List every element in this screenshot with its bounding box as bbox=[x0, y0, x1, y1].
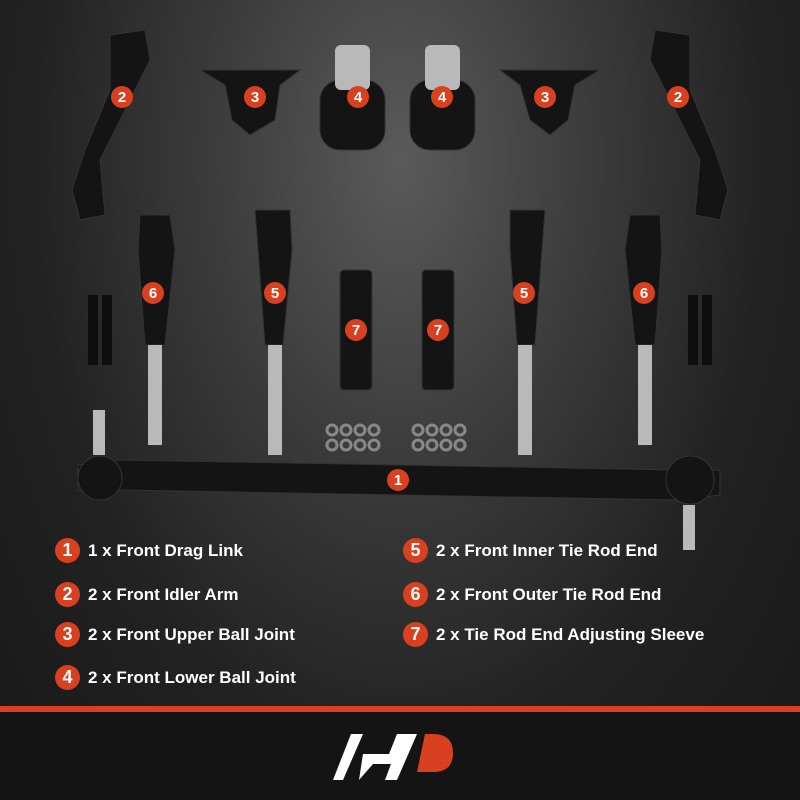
brand-logo bbox=[333, 734, 453, 780]
legend-text: 2 x Front Lower Ball Joint bbox=[88, 667, 296, 687]
legend-number: 3 bbox=[55, 622, 80, 647]
badge-upper-ball-joint: 3 bbox=[534, 86, 556, 108]
badge-idler-arm: 2 bbox=[667, 86, 689, 108]
badge-idler-arm: 2 bbox=[111, 86, 133, 108]
legend-number: 6 bbox=[403, 582, 428, 607]
badge-inner-tie-rod: 5 bbox=[513, 282, 535, 304]
badge-sleeve: 7 bbox=[345, 319, 367, 341]
badge-lower-ball-joint: 4 bbox=[347, 86, 369, 108]
legend-item: 7 2 x Tie Rod End Adjusting Sleeve bbox=[403, 622, 704, 647]
legend-text: 2 x Front Idler Arm bbox=[88, 584, 239, 604]
inner-tie-rod-right bbox=[509, 209, 546, 346]
idler-arm-right bbox=[649, 29, 729, 221]
legend-item: 5 2 x Front Inner Tie Rod End bbox=[403, 538, 658, 563]
idler-arm-left bbox=[71, 29, 151, 221]
badge-sleeve: 7 bbox=[427, 319, 449, 341]
inner-tie-rod-left bbox=[254, 209, 293, 346]
outer-tie-rod-left bbox=[137, 214, 176, 346]
legend-number: 1 bbox=[55, 538, 80, 563]
legend-item: 6 2 x Front Outer Tie Rod End bbox=[403, 582, 661, 607]
legend-text: 2 x Front Upper Ball Joint bbox=[88, 624, 295, 644]
badge-inner-tie-rod: 5 bbox=[264, 282, 286, 304]
badge-upper-ball-joint: 3 bbox=[244, 86, 266, 108]
legend-item: 3 2 x Front Upper Ball Joint bbox=[55, 622, 295, 647]
legend-number: 7 bbox=[403, 622, 428, 647]
outer-tie-rod-right bbox=[624, 214, 663, 346]
legend-item: 4 2 x Front Lower Ball Joint bbox=[55, 665, 296, 690]
legend-number: 2 bbox=[55, 582, 80, 607]
legend-number: 4 bbox=[55, 665, 80, 690]
legend-text: 2 x Tie Rod End Adjusting Sleeve bbox=[436, 624, 705, 644]
legend-text: 2 x Front Inner Tie Rod End bbox=[436, 540, 658, 560]
accent-divider bbox=[0, 706, 800, 712]
badge-outer-tie-rod: 6 bbox=[633, 282, 655, 304]
badge-lower-ball-joint: 4 bbox=[431, 86, 453, 108]
legend-number: 5 bbox=[403, 538, 428, 563]
legend-text: 2 x Front Outer Tie Rod End bbox=[436, 584, 662, 604]
legend-text: 1 x Front Drag Link bbox=[88, 540, 243, 560]
legend-item: 1 1 x Front Drag Link bbox=[55, 538, 243, 563]
badge-drag-link: 1 bbox=[387, 469, 409, 491]
legend-item: 2 2 x Front Idler Arm bbox=[55, 582, 239, 607]
badge-outer-tie-rod: 6 bbox=[142, 282, 164, 304]
